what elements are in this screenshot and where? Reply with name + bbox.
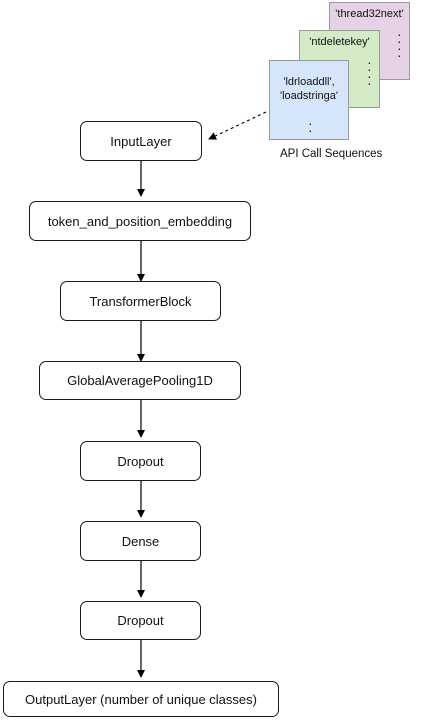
api-card-line1: 'ldrloaddll', [283, 76, 335, 88]
api-card-label: 'ldrloaddll', 'loadstringa' [270, 75, 348, 103]
dropout-box-1: Dropout [80, 441, 201, 481]
api-card-label: 'ntdeletekey' [309, 36, 370, 48]
transformer-block-box: TransformerBlock [60, 281, 221, 321]
input-layer-box: InputLayer [80, 121, 202, 161]
token-and-position-embedding-box: token_and_position_embedding [29, 201, 251, 241]
vertical-ellipsis-icon: ···· [397, 26, 402, 63]
arrow-api-to-input [208, 111, 267, 140]
api-call-sequences-caption: API Call Sequences [280, 148, 383, 160]
vertical-ellipsis-icon: ·· [308, 115, 313, 138]
api-card-label: 'thread32next' [335, 8, 404, 20]
global-average-pooling-box: GlobalAveragePooling1D [39, 361, 241, 400]
vertical-ellipsis-icon: ···· [367, 54, 372, 91]
api-card-ldrloaddll: 'ldrloaddll', 'loadstringa' ·· [269, 60, 349, 140]
dropout-box-2: Dropout [80, 601, 201, 640]
output-layer-box: OutputLayer (number of unique classes) [3, 681, 279, 717]
api-card-line2: 'loadstringa' [279, 90, 338, 102]
dense-box: Dense [80, 521, 201, 561]
